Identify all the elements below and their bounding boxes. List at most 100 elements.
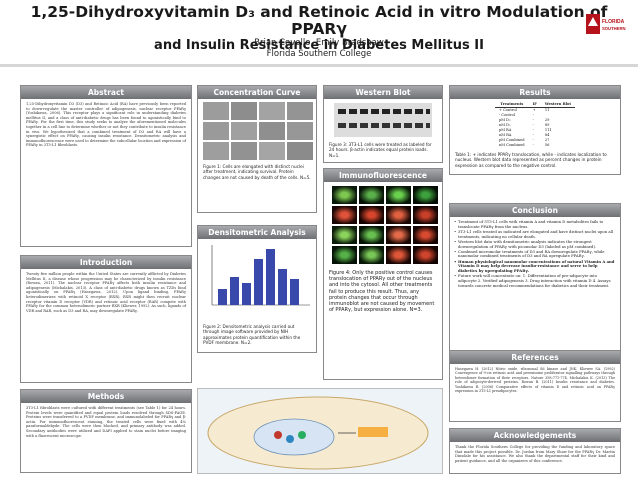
list-item: Future work will concentrate on: 1. Diff… [454, 273, 616, 288]
table-row: nM D₃ - 89 [495, 123, 575, 128]
micrograph [203, 142, 229, 160]
fluorescence-image [332, 186, 357, 204]
bar [278, 269, 287, 305]
cell: 56 [544, 143, 550, 147]
cell: 27 [544, 138, 550, 142]
methods-header: Methods [21, 390, 191, 403]
receptor-marker [274, 431, 282, 439]
results-panel: Results Treatments IF Western Blot + Con… [449, 85, 621, 175]
fluorescence-image [413, 206, 438, 224]
fluorescence-image [413, 246, 438, 264]
introduction-header: Introduction [21, 256, 191, 269]
cell: pM Combined [498, 138, 525, 142]
column-header: Treatments [494, 102, 529, 108]
cell: - [532, 138, 534, 142]
cell: + [532, 108, 536, 112]
list-item: Western blot data with densitometric ana… [454, 239, 616, 249]
methods-panel: Methods 3T3-L1 fibroblasts were cultured… [20, 389, 192, 473]
micrograph [231, 102, 257, 120]
micrograph [231, 142, 257, 160]
bar [290, 279, 299, 305]
fluorescence-image [359, 206, 384, 224]
target-gene [358, 427, 388, 437]
densitometric-bar-chart [211, 245, 310, 306]
fluorescence-image [359, 186, 384, 204]
bar [254, 259, 263, 305]
cell: - Control [498, 113, 515, 117]
cell: - [532, 143, 534, 147]
micrograph [203, 122, 229, 140]
cell: - [532, 118, 534, 122]
title-line-2: and Insulin Resistance in Diabetes Melli… [154, 38, 484, 53]
results-header: Results [450, 86, 620, 99]
figure-1-caption: Figure 1: Cells are elongated with disti… [203, 164, 311, 180]
micrograph-grid [198, 99, 316, 163]
receptor-marker [286, 435, 294, 443]
receptor-marker [298, 431, 306, 439]
figure-2-caption: Figure 2: Densitometric analysis carried… [203, 324, 301, 345]
svg-text:SOUTHERN: SOUTHERN [602, 26, 626, 31]
college-logo: FLORIDA SOUTHERN [584, 12, 630, 38]
figure-3-caption: Figure 3: 3T3-L1 cells were treated as l… [329, 142, 432, 158]
list-item: Human physiological nanomolar concentrat… [454, 259, 616, 274]
abstract-panel: Abstract 1,25-Dihydroxyvitamin D3 (D3) a… [20, 85, 192, 247]
micrograph [231, 122, 257, 140]
column-header: Western Blot [540, 102, 576, 108]
micrograph [203, 102, 229, 120]
table-row: nM Combined-56 [495, 143, 575, 148]
cell: 89 [544, 123, 550, 127]
introduction-text: Twenty five million people within the Un… [26, 272, 186, 313]
poster-title: 1,25-Dihydroxyvitamin D₃ and Retinoic Ac… [0, 3, 638, 54]
list-item: Combined micromolar treatments of D3 and… [454, 249, 616, 259]
densitometric-header: Densitometric Analysis [198, 226, 316, 239]
cell: 11 [544, 108, 550, 112]
abstract-text: 1,25-Dihydroxyvitamin D3 (D3) and Retino… [26, 102, 186, 148]
bar [242, 283, 251, 305]
title-line-1: 1,25-Dihydroxyvitamin D₃ and Retinoic Ac… [30, 3, 608, 38]
abstract-header: Abstract [21, 86, 191, 99]
cell: nM RA [498, 133, 512, 137]
table-row: + Control +11 [495, 108, 575, 114]
fluorescence-image [332, 246, 357, 264]
fluorescence-image [386, 186, 411, 204]
cell: - [532, 113, 534, 117]
title-rule [0, 64, 638, 67]
table-row: pM RA-111 [495, 128, 575, 133]
cell: 111 [544, 128, 552, 132]
results-table: Treatments IF Western Blot + Control+11 … [494, 102, 576, 148]
cell: + Control [498, 108, 517, 112]
conclusion-panel: Conclusion Treatment of 3T3-L1 cells wit… [449, 203, 621, 373]
table-row: nM RA-84 [495, 133, 575, 138]
introduction-panel: Introduction Twenty five million people … [20, 255, 192, 383]
immuno-grid [324, 182, 442, 268]
cell: pM RA [498, 128, 512, 132]
references-text: Hasegawa H. (2012) Nitric oxide, ribosom… [455, 367, 615, 394]
cell: nM D₃ [498, 123, 511, 127]
fluorescence-image [332, 206, 357, 224]
references-panel: References Hasegawa H. (2012) Nitric oxi… [449, 350, 621, 422]
fluorescence-image [359, 246, 384, 264]
column-header: IF [528, 102, 541, 108]
cell: - [532, 123, 534, 127]
cell: 29 [544, 118, 550, 122]
fluorescence-image [332, 226, 357, 244]
nucleus [253, 418, 335, 456]
acknowledgements-panel: Acknowledgements Thank the Florida South… [449, 428, 621, 474]
acknowledgements-text: Thank the Florida Southern College for p… [455, 445, 615, 463]
fluorescence-image [386, 226, 411, 244]
references-header: References [450, 351, 620, 364]
fluorescence-image [386, 246, 411, 264]
blot-band-pparg [338, 109, 430, 114]
fluorescence-image [359, 226, 384, 244]
table-header-row: Treatments IF Western Blot [494, 102, 576, 108]
western-panel: Western Blot Figure 3: 3T3-L1 cells were… [323, 85, 443, 163]
table-row: pM Combined - 27 [495, 138, 575, 143]
bar [266, 249, 275, 305]
densitometric-panel: Densitometric Analysis Figure 2: Densito… [197, 225, 317, 353]
fluorescence-image [386, 206, 411, 224]
acknowledgements-header: Acknowledgements [450, 429, 620, 442]
blot-band-actin [338, 123, 430, 128]
conclusion-header: Conclusion [450, 204, 620, 217]
authors: Brian Covello, Emily Bradshaw [254, 38, 384, 48]
pathway-diagram [197, 388, 443, 474]
